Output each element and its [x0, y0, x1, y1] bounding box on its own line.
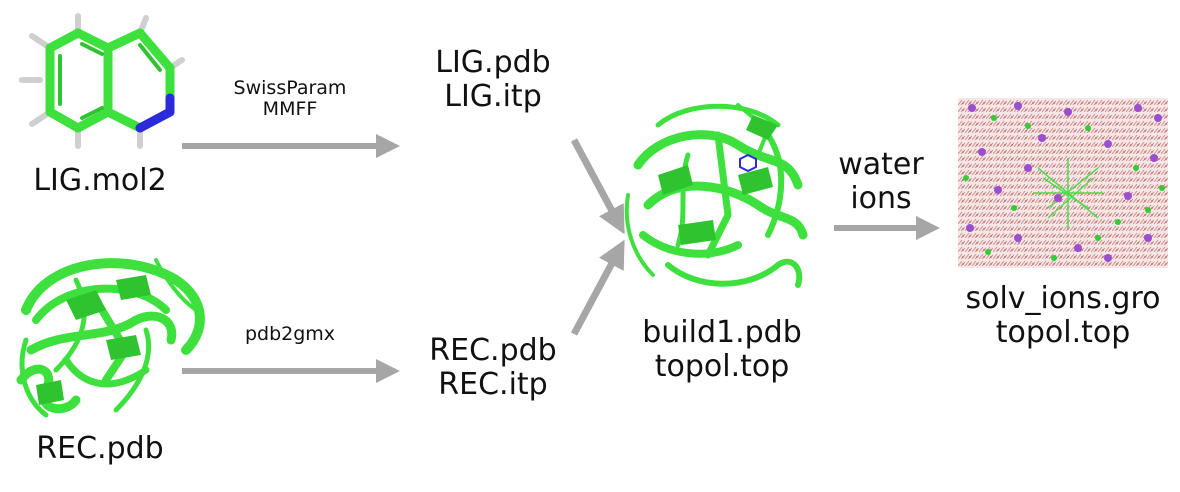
arrow-ligand-to-complex: [570, 138, 625, 235]
protein-cartoon-icon: [16, 258, 205, 418]
complex-top: topol.top: [654, 348, 790, 384]
ligand-parametrization-label: SwissParam MMFF: [210, 77, 370, 121]
ligand-file-label: LIG.mol2: [20, 164, 180, 198]
receptor-outputs-label: REC.pdb REC.itp: [408, 334, 578, 401]
receptor-file-text: REC.pdb: [36, 431, 164, 466]
solvated-box-icon: [958, 98, 1168, 268]
receptor-output-pdb: REC.pdb: [429, 333, 557, 368]
solvation-step-ions: ions: [850, 180, 912, 216]
ligand-output-itp: LIG.itp: [444, 78, 542, 114]
ligand-step-line1: SwissParam: [233, 77, 347, 99]
arrow-receptor-to-complex: [570, 239, 625, 336]
isoquinoline-ball-stick-icon: [19, 13, 185, 149]
solvated-system-label: solv_ions.gro topol.top: [952, 282, 1174, 349]
solvation-step-water: water: [838, 147, 924, 182]
ligand-outputs-label: LIG.pdb LIG.itp: [408, 46, 578, 113]
solvated-top: topol.top: [995, 314, 1131, 350]
receptor-file-label: REC.pdb: [20, 432, 180, 466]
ligand-file-text: LIG.mol2: [33, 163, 167, 198]
ligand-output-pdb: LIG.pdb: [435, 45, 551, 80]
ligand-step-line2: MMFF: [262, 98, 318, 121]
solvated-gro: solv_ions.gro: [965, 281, 1161, 316]
receptor-output-itp: REC.itp: [438, 366, 548, 402]
protein-ligand-complex-icon: [624, 103, 808, 288]
receptor-parametrization-label: pdb2gmx: [210, 323, 370, 345]
complex-label: build1.pdb topol.top: [622, 316, 822, 383]
complex-pdb: build1.pdb: [642, 315, 802, 350]
solvation-step-label: water ions: [826, 148, 936, 215]
receptor-step-line1: pdb2gmx: [244, 323, 336, 345]
